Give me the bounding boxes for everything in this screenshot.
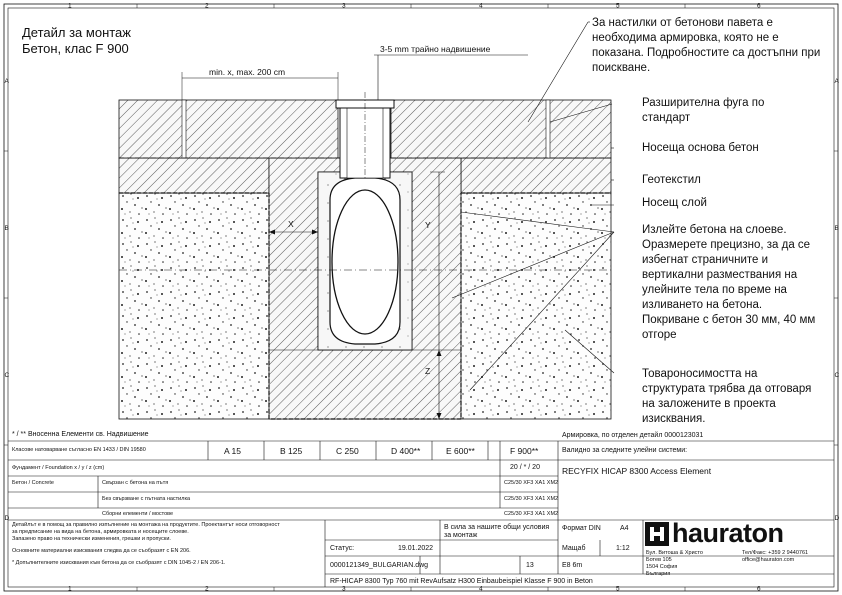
col-marker: 5 [616, 586, 620, 593]
title-block-grid [8, 440, 834, 587]
dim-gap: 3-5 mm трайно надвишение [380, 44, 491, 54]
col-marker: 4 [479, 3, 483, 10]
col-marker: 6 [757, 586, 761, 593]
dim-y-label: Y [425, 220, 431, 230]
footnote-left: * / ** Вносенна Елементи св. Надвишение [12, 431, 149, 438]
version-label: В сила за нашите общи условия за монтаж [444, 524, 550, 539]
company-name: hauraton [672, 518, 784, 548]
format-label: Формат DIN [562, 525, 601, 532]
row-2-value: C25/30 XF3 XA1 XM2 [504, 496, 559, 502]
col-marker: 3 [342, 3, 346, 10]
callout-bearing: Носещ слой [642, 197, 707, 209]
product-name: RECYFIX HICAP 8300 Access Element [562, 466, 712, 476]
row-marker: C [835, 372, 840, 379]
col-marker: 3 [342, 586, 346, 593]
company-email: office@hauraton.com [742, 557, 795, 563]
pavement-right [390, 99, 612, 159]
class-c250: C 250 [336, 446, 359, 456]
class-d400: D 400** [391, 446, 421, 456]
drawing-title: Детайл за монтаж [22, 25, 131, 40]
callout-base: Носеща основа бетон [642, 142, 759, 154]
col-marker: 4 [479, 586, 483, 593]
row-marker: B [5, 225, 9, 232]
drawing-subtitle: Бетон, клас F 900 [22, 41, 129, 56]
row-marker: C [5, 372, 10, 379]
scale-label: Мащаб [562, 545, 586, 552]
row-marker: D [835, 515, 840, 522]
row-3-label: Сборни елементи / мостове [102, 511, 174, 517]
column-ticks [4, 4, 838, 591]
section-drawing [118, 54, 612, 420]
callout-geotextile: Геотекстил [642, 174, 701, 186]
revision: E8 6m [562, 562, 583, 569]
drawing-number: 0000121349_BULGARIAN.dwg [330, 562, 429, 569]
row-3-value: C25/30 XF3 XA1 XM2 [504, 511, 559, 517]
col-marker: 2 [205, 586, 209, 593]
dim-z-label: Z [425, 366, 431, 376]
col-marker: 1 [68, 586, 72, 593]
col-marker: 6 [757, 3, 761, 10]
status-date: 19.01.2022 [398, 545, 434, 552]
pavement-left [118, 99, 339, 159]
concrete-label: Бетон / Concrete [12, 480, 54, 486]
col-marker: 2 [205, 3, 209, 10]
row-marker: D [5, 515, 10, 522]
class-b125: B 125 [280, 446, 303, 456]
row-2-label: Без свързване с пътната настилка [102, 496, 191, 502]
base-concrete-right [460, 157, 612, 194]
row-marker: A [5, 78, 10, 85]
status-label: Статус: [330, 545, 355, 552]
dim-x-label: X [288, 219, 294, 229]
row-1-value: C25/30 XF3 XA1 XM2 [504, 480, 559, 486]
base-concrete-left [118, 157, 270, 194]
company-phone: Тел/Факс: +359 2 9440761 [742, 550, 809, 556]
load-class-label: Класове натоварване съгласно EN 1433 / D… [12, 447, 146, 453]
leader-lines [451, 21, 615, 391]
foundation-label: Фундамент / Foundation x / y / z (cm) [12, 465, 105, 471]
col-marker: 5 [616, 3, 620, 10]
frame-markers: 1 2 3 4 5 6 1 2 3 4 5 6 A B C D A B C D [5, 3, 840, 593]
row-1-label: Свързан с бетона на пътя [102, 480, 169, 486]
format-value: A4 [620, 525, 629, 532]
valid-for-label: Валидно за следните улейни системи: [562, 447, 688, 454]
hauraton-logo [645, 522, 669, 546]
class-e600: E 600** [446, 446, 475, 456]
row-marker: B [835, 225, 839, 232]
sheet-number: 13 [526, 562, 534, 569]
foundation-value: 20 / * / 20 [510, 464, 540, 471]
scale-value: 1:12 [616, 545, 630, 552]
class-f900: F 900** [510, 446, 539, 456]
footer-title: RF-HICAP 8300 Typ 760 mit RevAufsatz H30… [330, 578, 593, 585]
footnote-right: Армировка, по отделен детайл 0000123031 [562, 432, 704, 439]
row-marker: A [835, 78, 840, 85]
col-marker: 1 [68, 3, 72, 10]
class-a15: A 15 [224, 446, 242, 456]
dim-min-x: min. x, max. 200 cm [209, 67, 286, 77]
